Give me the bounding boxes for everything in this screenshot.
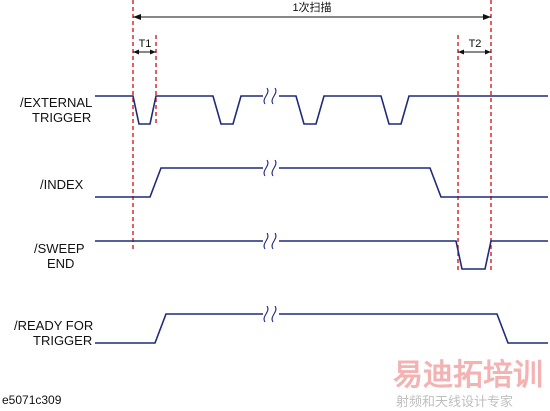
index-waveform	[95, 167, 548, 198]
external-trigger-label-line1: /EXTERNAL	[20, 95, 92, 110]
watermark-main: 易迪拓培训	[393, 358, 543, 393]
ready-for-trigger-label-line1: /READY FOR	[14, 318, 93, 333]
sweep-end-label-line1: /SWEEP	[34, 241, 85, 256]
watermark-sub: 射频和天线设计专家	[396, 394, 513, 410]
t2-label: T2	[469, 38, 482, 50]
t2-dimension: T2	[458, 38, 491, 55]
time-break-external-trigger	[263, 86, 279, 106]
sweep-dimension: 1次扫描	[133, 0, 491, 20]
time-break-squiggles	[263, 86, 279, 324]
time-break-ready-for-trigger	[263, 304, 279, 324]
ready-for-trigger-waveform	[95, 313, 548, 344]
ready-for-trigger-label-line2: TRIGGER	[33, 333, 92, 348]
t1-dimension: T1	[133, 38, 156, 55]
external-trigger-waveform	[95, 95, 548, 125]
sweep-end-label-line2: END	[47, 256, 74, 271]
figure-id: e5071c309	[2, 393, 62, 407]
sweep-label: 1次扫描	[292, 0, 331, 14]
external-trigger-label-line2: TRIGGER	[32, 110, 91, 125]
t1-label: T1	[139, 38, 152, 50]
time-break-sweep-end	[263, 231, 279, 251]
time-break-index	[263, 158, 279, 178]
index-label: /INDEX	[40, 177, 84, 192]
sweep-end-waveform	[95, 240, 548, 270]
